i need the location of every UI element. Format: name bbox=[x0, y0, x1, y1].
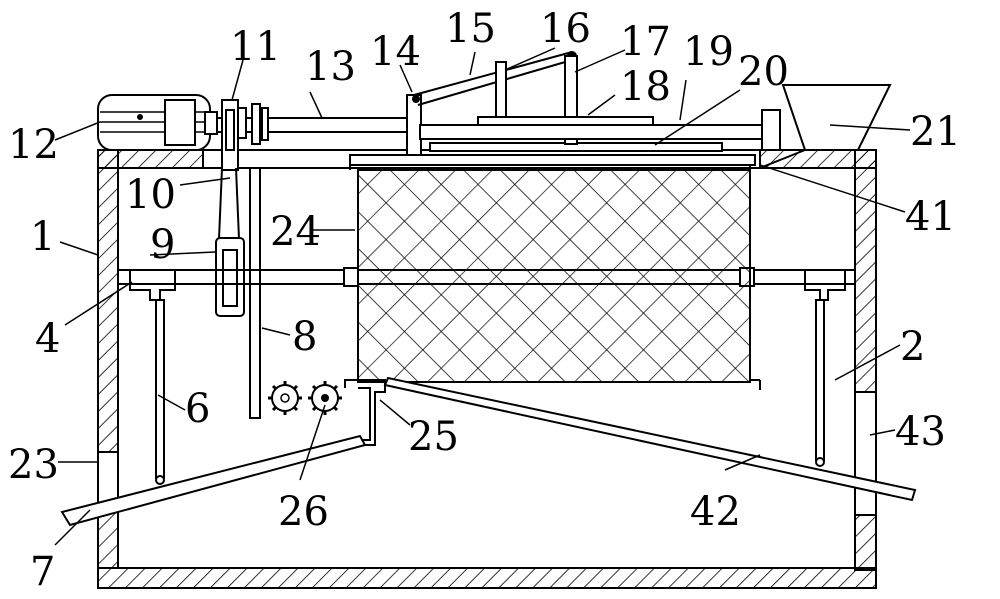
rod-16 bbox=[495, 61, 507, 125]
label-15: 15 bbox=[445, 6, 496, 52]
label-4: 4 bbox=[35, 316, 60, 362]
shaft-13 bbox=[216, 103, 418, 145]
rod-2 bbox=[815, 299, 825, 461]
pulley-11-hub bbox=[225, 109, 235, 151]
leader-lines bbox=[54, 47, 911, 546]
hopper-body bbox=[781, 84, 892, 151]
label-19: 19 bbox=[683, 29, 734, 75]
rail-19 bbox=[419, 124, 776, 140]
part-labels: 1 2 4 6 7 8 9 10 11 12 13 14 15 16 17 18… bbox=[8, 6, 961, 595]
rod-8 bbox=[249, 167, 261, 419]
housing-bottom-wall bbox=[97, 567, 877, 589]
label-23: 23 bbox=[8, 442, 59, 488]
housing-left-wall-upper bbox=[97, 149, 119, 453]
label-20: 20 bbox=[738, 49, 789, 95]
bracket-right bbox=[804, 269, 855, 301]
label-6: 6 bbox=[185, 386, 210, 432]
label-43: 43 bbox=[895, 409, 946, 455]
label-26: 26 bbox=[278, 489, 329, 535]
bracket-4 bbox=[118, 269, 176, 301]
pulley-9-hub bbox=[222, 249, 238, 307]
label-12: 12 bbox=[8, 122, 59, 168]
chute-42 bbox=[383, 376, 917, 502]
label-16: 16 bbox=[540, 6, 591, 52]
chute-42-body bbox=[383, 376, 917, 502]
shaft-collar-b bbox=[261, 107, 269, 141]
label-24: 24 bbox=[270, 209, 321, 255]
shaft-collar-a bbox=[251, 103, 261, 145]
housing-right-wall-upper bbox=[854, 149, 877, 393]
right-support bbox=[804, 269, 855, 467]
hopper-21 bbox=[759, 84, 892, 169]
belt-drive bbox=[215, 99, 245, 317]
left-support bbox=[118, 269, 176, 485]
bracket-25 bbox=[344, 379, 386, 446]
rail-19-end bbox=[761, 109, 781, 151]
chute-7 bbox=[60, 434, 367, 527]
label-17: 17 bbox=[620, 19, 671, 65]
housing-top-wall-right bbox=[759, 149, 877, 169]
guide-18 bbox=[477, 116, 654, 126]
label-9: 9 bbox=[150, 222, 175, 268]
drum-top-plate bbox=[349, 154, 756, 166]
label-1: 1 bbox=[30, 214, 55, 260]
label-7: 7 bbox=[30, 549, 55, 595]
link-15-upper bbox=[413, 51, 573, 96]
shaft-collar-c bbox=[237, 107, 247, 139]
gears-26 bbox=[268, 381, 342, 415]
screen-mesh bbox=[357, 169, 751, 383]
pivot-14 bbox=[412, 95, 420, 103]
motor-12 bbox=[97, 94, 218, 151]
motor-shaft-coupling bbox=[204, 111, 218, 135]
label-10: 10 bbox=[125, 172, 176, 218]
housing-top-wall-left bbox=[97, 149, 204, 169]
bearing-left bbox=[343, 267, 359, 287]
label-41: 41 bbox=[905, 194, 956, 240]
label-25: 25 bbox=[408, 414, 459, 460]
label-2: 2 bbox=[900, 324, 925, 370]
label-13: 13 bbox=[305, 44, 356, 90]
label-42: 42 bbox=[690, 489, 741, 535]
label-18: 18 bbox=[620, 64, 671, 110]
housing bbox=[97, 149, 877, 589]
motor-endcap bbox=[164, 99, 196, 146]
label-21: 21 bbox=[910, 109, 961, 155]
door-43 bbox=[854, 391, 877, 516]
rod-6 bbox=[155, 299, 165, 479]
bracket-25-body bbox=[344, 379, 386, 446]
chute-7-body bbox=[60, 434, 367, 527]
label-8: 8 bbox=[292, 314, 317, 360]
housing-right-wall-lower bbox=[854, 514, 877, 571]
screen-drum-24 bbox=[349, 154, 761, 390]
label-14: 14 bbox=[370, 29, 421, 75]
label-11: 11 bbox=[230, 24, 281, 70]
